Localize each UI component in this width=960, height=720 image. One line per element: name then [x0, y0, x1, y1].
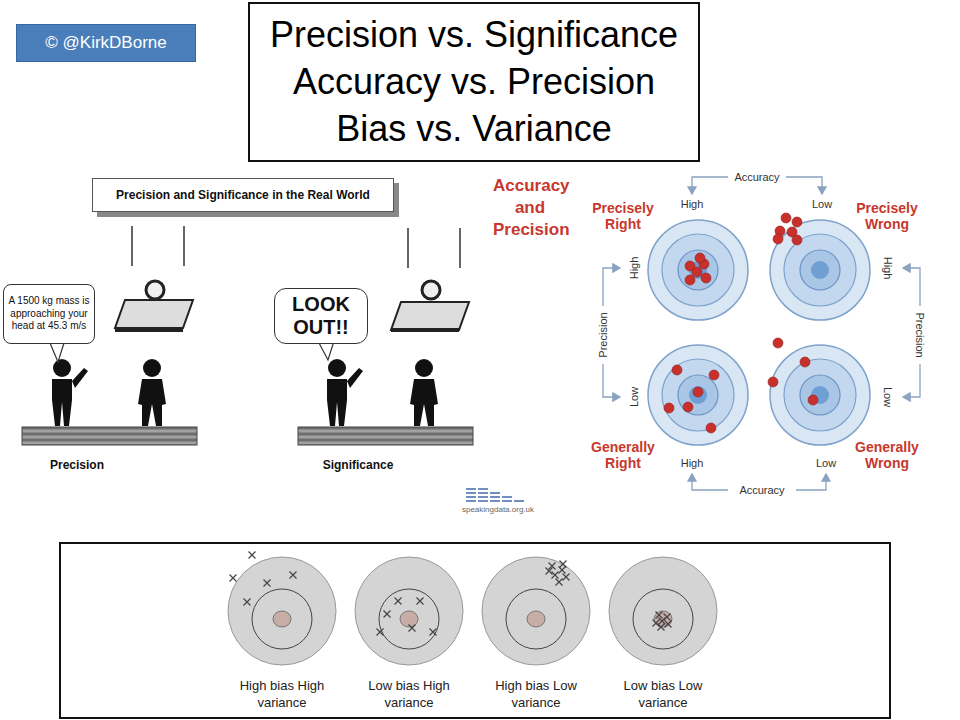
source-credit: speakingdata.org.uk: [462, 505, 534, 514]
axis-label: Accuracy: [734, 171, 779, 183]
axis-label: Accuracy: [739, 484, 784, 496]
quadrant-label: Generally Right: [587, 439, 659, 471]
target-caption: High bias High variance: [223, 678, 341, 712]
subtitle-box: Precision and Significance in the Real W…: [92, 178, 394, 212]
target-caption: Low bias Low variance: [604, 678, 722, 712]
axis-value: High: [882, 257, 894, 280]
target-caption: Low bias High variance: [350, 678, 468, 712]
axis-value: Low: [812, 198, 832, 210]
node-text: A 1500 kg mass is approaching your head …: [8, 295, 90, 333]
axis-label: Precision: [597, 312, 609, 357]
quadrant-label: Precisely Right: [587, 200, 659, 232]
node-text: LOOK OUT!!: [279, 293, 363, 339]
node-text: Precision and Significance in the Real W…: [116, 188, 370, 202]
section-heading: Accuracy and Precision: [493, 175, 567, 241]
axis-value: High: [628, 257, 640, 280]
title-text: Precision vs. Significance Accuracy vs. …: [264, 12, 684, 152]
author-badge: © @KirkDBorne: [16, 24, 196, 62]
axis-value: Low: [882, 387, 894, 407]
axis-label: Precision: [914, 312, 926, 357]
node-text: © @KirkDBorne: [45, 33, 166, 53]
panel-caption: Precision: [50, 458, 104, 472]
quadrant-label: Precisely Wrong: [851, 200, 923, 232]
axis-value: High: [681, 198, 704, 210]
quadrant-label: Generally Wrong: [851, 439, 923, 471]
title-box: Precision vs. Significance Accuracy vs. …: [248, 2, 700, 162]
speech-bubble: LOOK OUT!!: [274, 288, 368, 344]
target-caption: High bias Low variance: [477, 678, 595, 712]
bias-variance-panel: [60, 543, 890, 718]
panel-caption: Significance: [323, 458, 394, 472]
speech-bubble: A 1500 kg mass is approaching your head …: [3, 284, 95, 344]
axis-value: Low: [816, 457, 836, 469]
axis-value: Low: [628, 387, 640, 407]
axis-value: High: [681, 457, 704, 469]
